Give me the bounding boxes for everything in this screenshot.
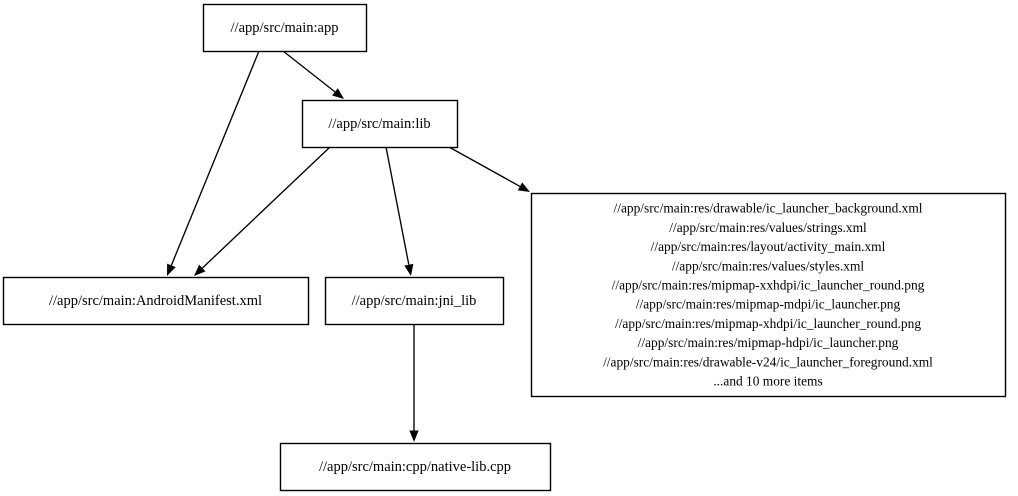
node-box[interactable] bbox=[530, 192, 1007, 398]
graph-edge bbox=[167, 50, 260, 276]
node-label-line: //app/src/main:res/mipmap-xxhdpi/ic_laun… bbox=[612, 278, 925, 293]
graph-edge bbox=[448, 146, 530, 192]
node-box[interactable] bbox=[324, 276, 505, 326]
graph-edge bbox=[282, 50, 344, 99]
node-label: //app/src/main:app bbox=[231, 20, 339, 36]
graph-node-app[interactable]: //app/src/main:app bbox=[202, 3, 368, 53]
edge-line bbox=[201, 146, 331, 269]
edge-line bbox=[385, 146, 410, 265]
graph-node-manifest[interactable]: //app/src/main:AndroidManifest.xml bbox=[2, 276, 310, 326]
node-label-line: //app/src/main:res/values/strings.xml bbox=[669, 220, 867, 235]
edge-arrowhead-icon bbox=[167, 263, 176, 276]
edge-line bbox=[448, 146, 521, 188]
graph-node-jni_lib[interactable]: //app/src/main:jni_lib bbox=[324, 276, 505, 326]
node-label: //app/src/main:cpp/native-lib.cpp bbox=[319, 459, 511, 475]
node-label: //app/src/main:AndroidManifest.xml bbox=[49, 293, 262, 309]
graph-edge bbox=[385, 146, 414, 276]
edge-arrowhead-icon bbox=[194, 264, 206, 276]
node-box[interactable] bbox=[301, 99, 459, 149]
node-box[interactable] bbox=[2, 276, 310, 326]
edge-line bbox=[170, 50, 260, 266]
node-label: //app/src/main:lib bbox=[328, 116, 430, 132]
edge-arrowhead-icon bbox=[332, 88, 344, 99]
graph-node-native_lib[interactable]: //app/src/main:cpp/native-lib.cpp bbox=[279, 442, 552, 492]
edge-line bbox=[282, 50, 336, 93]
graph-nodes-layer: //app/src/main:app //app/src/main:lib //ap… bbox=[2, 3, 1007, 492]
graph-node-lib[interactable]: //app/src/main:lib bbox=[301, 99, 459, 149]
node-label-line: //app/src/main:res/mipmap-xhdpi/ic_launc… bbox=[615, 316, 921, 331]
node-label-line: //app/src/main:res/drawable-v24/ic_launc… bbox=[603, 354, 933, 369]
node-label-line: ...and 10 more items bbox=[713, 374, 822, 389]
graph-edge bbox=[194, 146, 331, 276]
node-label-line: //app/src/main:res/drawable/ic_launcher_… bbox=[614, 201, 923, 216]
graph-node-resources[interactable]: //app/src/main:res/drawable/ic_launcher_… bbox=[530, 192, 1007, 398]
graph-edges-layer bbox=[167, 50, 530, 442]
node-label: //app/src/main:res/drawable/ic_launcher_… bbox=[603, 201, 933, 389]
node-label-line: //app/src/main:res/mipmap-mdpi/ic_launch… bbox=[636, 297, 901, 312]
graph-edge bbox=[409, 324, 419, 442]
node-label-line: //app/src/main:res/values/styles.xml bbox=[672, 258, 865, 273]
edge-arrowhead-icon bbox=[409, 430, 419, 442]
edge-arrowhead-icon bbox=[404, 263, 414, 276]
node-label: //app/src/main:jni_lib bbox=[352, 293, 477, 309]
node-label-line: //app/src/main:res/mipmap-hdpi/ic_launch… bbox=[638, 335, 899, 350]
node-box[interactable] bbox=[279, 442, 552, 492]
node-box[interactable] bbox=[202, 3, 368, 53]
node-label-line: //app/src/main:res/layout/activity_main.… bbox=[651, 239, 886, 254]
edge-arrowhead-icon bbox=[517, 182, 530, 192]
